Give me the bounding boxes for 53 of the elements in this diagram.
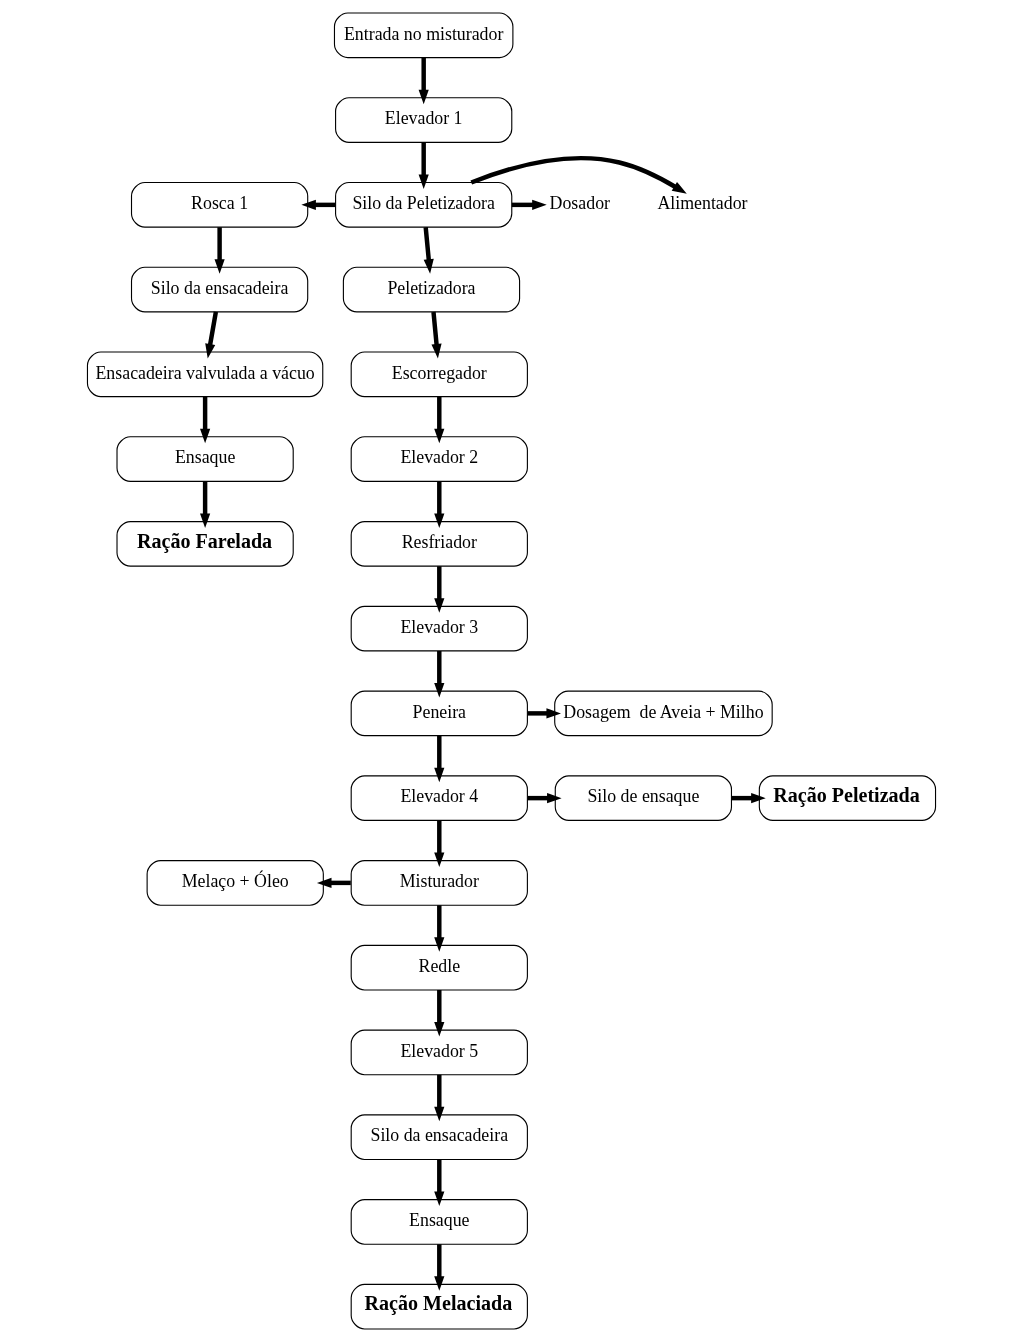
node-box: Ração Farelada bbox=[115, 521, 294, 567]
arrow bbox=[433, 905, 444, 952]
arrow bbox=[422, 227, 434, 274]
node-text: Alimentador bbox=[656, 193, 748, 214]
node-box: Ensaque bbox=[350, 1199, 528, 1245]
node-box: Elevador 5 bbox=[350, 1029, 528, 1076]
arrow bbox=[731, 793, 766, 804]
node-box: Rosca 1 bbox=[130, 182, 308, 228]
arrow bbox=[470, 156, 687, 194]
arrow bbox=[433, 396, 444, 444]
arrow bbox=[300, 199, 335, 210]
arrow bbox=[527, 793, 562, 804]
arrow bbox=[433, 735, 444, 783]
node-box: Dosagem de Aveia + Milho bbox=[553, 690, 773, 737]
arrow bbox=[433, 1074, 444, 1122]
node-box: Ração Peletizada bbox=[758, 775, 936, 821]
node-box: Misturador bbox=[350, 860, 528, 906]
node-box: Melaço + Óleo bbox=[146, 860, 324, 906]
node-box: Escorregador bbox=[350, 351, 528, 398]
arrow bbox=[418, 57, 429, 105]
arrow bbox=[316, 877, 351, 888]
arrow bbox=[433, 820, 444, 868]
node-box: Elevador 1 bbox=[334, 97, 512, 143]
arrow bbox=[433, 1244, 444, 1291]
node-box: Ensaque bbox=[115, 436, 294, 482]
arrow bbox=[430, 311, 442, 359]
node-box: Ensacadeira valvulada a vácuo bbox=[86, 351, 323, 398]
arrow bbox=[214, 227, 225, 274]
node-box: Peletizadora bbox=[342, 266, 520, 313]
node-box: Elevador 2 bbox=[350, 436, 528, 482]
node-box: Silo de ensaque bbox=[554, 775, 732, 821]
arrow bbox=[433, 566, 444, 613]
node-box: Silo da ensacadeira bbox=[130, 266, 308, 313]
node-box: Redle bbox=[350, 944, 528, 991]
node-box: Elevador 3 bbox=[350, 605, 528, 652]
arrow bbox=[511, 199, 547, 210]
arrow bbox=[433, 990, 444, 1037]
arrow bbox=[433, 481, 444, 529]
arrow bbox=[199, 396, 210, 444]
node-text: Dosador bbox=[549, 193, 610, 214]
node-box: Silo da Peletizadora bbox=[334, 182, 512, 228]
node-box: Entrada no misturador bbox=[333, 12, 513, 59]
arrow bbox=[418, 142, 429, 190]
arrow bbox=[527, 708, 561, 719]
node-box: Silo da ensacadeira bbox=[350, 1114, 528, 1160]
arrow bbox=[204, 311, 218, 359]
node-box: Elevador 4 bbox=[350, 775, 528, 821]
node-box: Resfriador bbox=[350, 521, 528, 567]
node-box: Peneira bbox=[350, 690, 528, 737]
node-box: Ração Melaciada bbox=[350, 1283, 528, 1330]
arrow bbox=[433, 651, 444, 698]
arrow bbox=[199, 481, 210, 529]
arrow bbox=[433, 1159, 444, 1207]
